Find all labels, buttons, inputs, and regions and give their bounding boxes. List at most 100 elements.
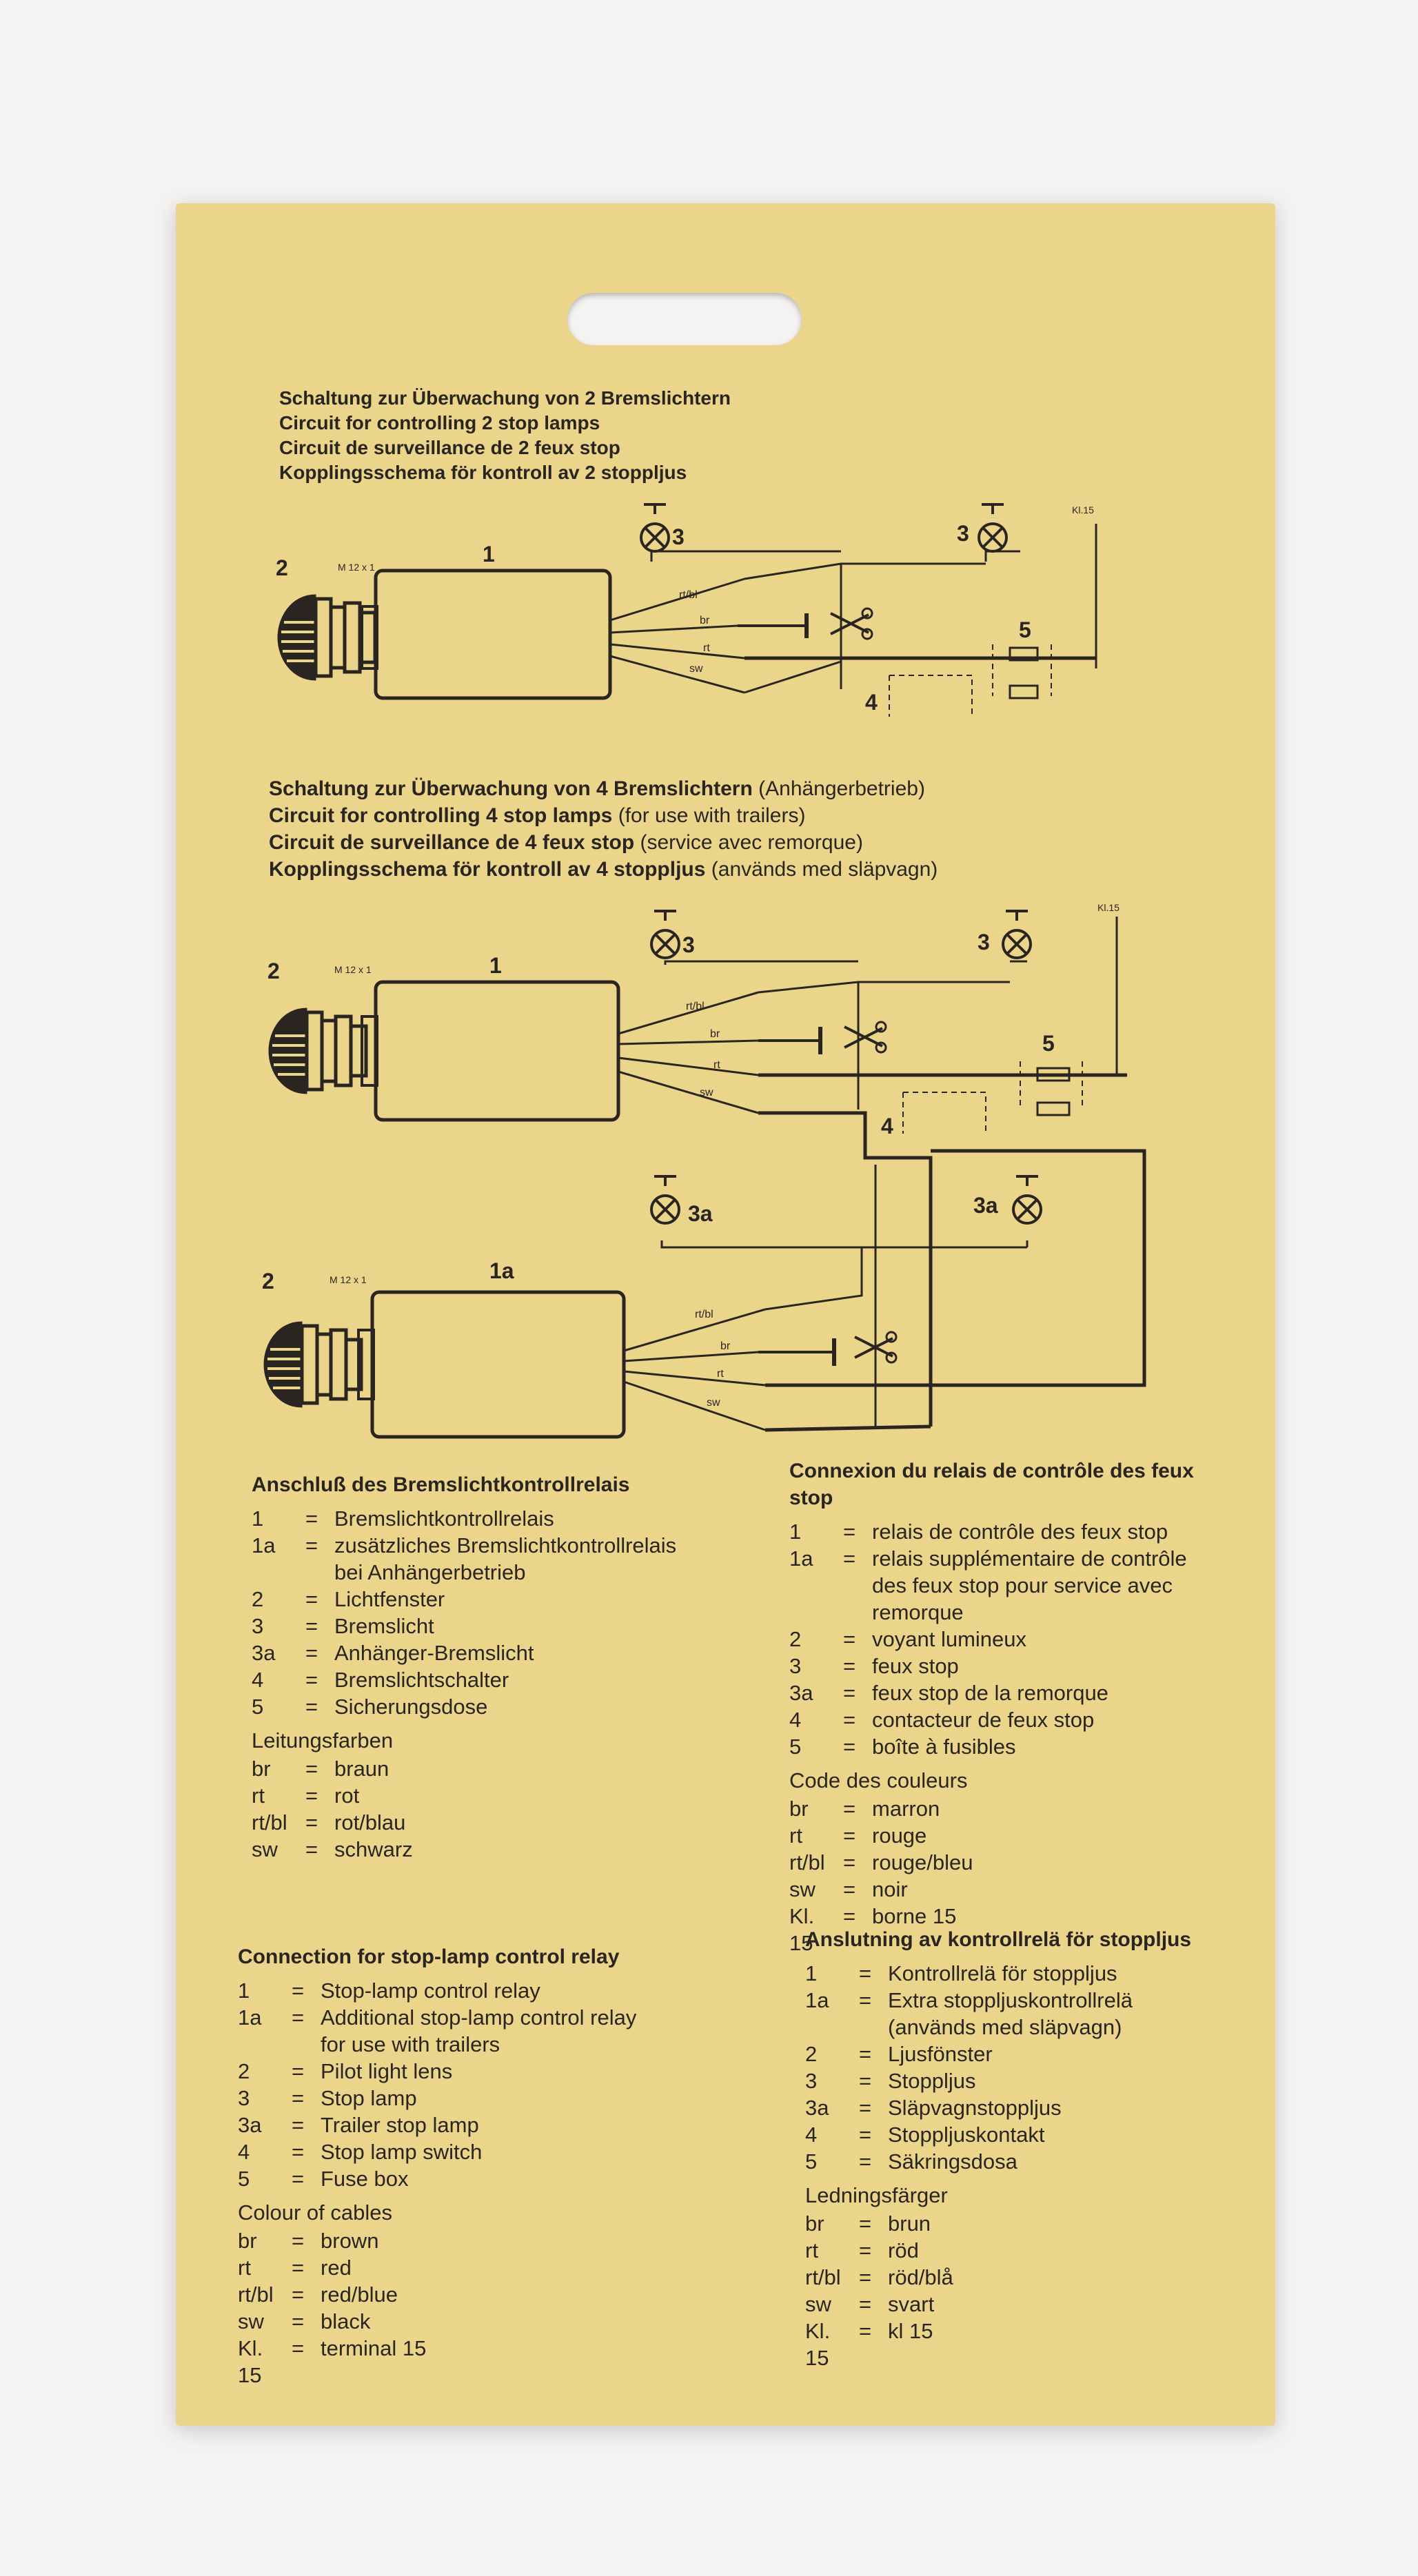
second-heading-sv: Kopplingsschema för kontroll av 4 stoppl… xyxy=(269,858,938,881)
pilot-light-lens-icon xyxy=(278,595,375,680)
label-wire-sw-1: sw xyxy=(689,663,703,675)
legend-key: sw xyxy=(789,1877,816,1901)
legend-key: 5 xyxy=(238,2167,250,2191)
label-trailer-lamp-b: 3a xyxy=(973,1193,998,1218)
legend-value: rot xyxy=(334,1783,360,1808)
legend-equals: = xyxy=(305,1695,318,1719)
label-fuse-2: 5 xyxy=(1042,1031,1055,1056)
legend-row: 1a=zusätzliches Bremslichtkontrollrelais xyxy=(252,1532,720,1559)
legend-row: 4=Stoppljuskontakt xyxy=(805,2121,1233,2148)
legend-key xyxy=(789,1572,843,1599)
legend-value: noir xyxy=(872,1877,908,1901)
legend-equals: = xyxy=(305,1506,318,1531)
legend-equals xyxy=(292,2031,321,2058)
legend-value: röd xyxy=(888,2238,919,2262)
legend-key: 2 xyxy=(805,2042,818,2066)
legend-row: rt/bl=rouge/bleu xyxy=(789,1849,1217,1876)
legend-value: Lichtfenster xyxy=(334,1587,445,1611)
legend-row: 5=Sicherungsdose xyxy=(252,1693,720,1720)
legend-row: 2=Lichtfenster xyxy=(252,1586,720,1613)
label-wire-br-3: br xyxy=(720,1340,731,1352)
legend-key: br xyxy=(252,1757,271,1781)
legend-row: 5=boîte à fusibles xyxy=(789,1733,1217,1760)
legend-row: 1=relais de contrôle des feux stop xyxy=(789,1518,1217,1545)
legend-row: 2=Ljusfönster xyxy=(805,2041,1233,2067)
legend-row: rt/bl=rot/blau xyxy=(252,1809,720,1836)
label-wire-rt-2: rt xyxy=(713,1059,720,1071)
legend-value: Sicherungsdose xyxy=(334,1695,488,1719)
legend-equals: = xyxy=(292,2336,305,2360)
legend-key: 3a xyxy=(238,2113,262,2137)
trailer-stop-lamp-icon xyxy=(650,1175,680,1225)
legend-value: black xyxy=(321,2309,371,2333)
legend-value: (används med släpvagn) xyxy=(888,2015,1122,2039)
legend-equals: = xyxy=(305,1614,318,1638)
label-wire-rt-1: rt xyxy=(703,642,710,654)
legend-row: rt=röd xyxy=(805,2237,1233,2264)
legend-key: 3a xyxy=(252,1641,276,1665)
legend-english: Connection for stop-lamp control relay 1… xyxy=(238,1943,720,2389)
hang-hole xyxy=(567,293,802,345)
legend-value: relais de contrôle des feux stop xyxy=(872,1520,1168,1544)
legend-row: Kl. 15=terminal 15 xyxy=(238,2335,720,2389)
legend-equals: = xyxy=(859,2292,872,2316)
legend-key: br xyxy=(789,1797,809,1821)
legend-key: 4 xyxy=(805,2123,818,2147)
legend-key: br xyxy=(805,2211,824,2236)
legend-equals: = xyxy=(305,1783,318,1808)
label-wire-sw-2: sw xyxy=(700,1087,713,1098)
legend-colors-title: Colour of cables xyxy=(238,2200,393,2225)
legend-row: 3a=Anhänger-Bremslicht xyxy=(252,1639,720,1666)
stop-lamp-icon xyxy=(1002,910,1032,959)
legend-key: 1 xyxy=(252,1506,264,1531)
legend-key: 4 xyxy=(238,2140,250,2164)
legend-value: feux stop xyxy=(872,1654,959,1678)
legend-equals: = xyxy=(859,2042,872,2066)
legend-row: 3a=Trailer stop lamp xyxy=(238,2112,720,2138)
top-heading-en: Circuit for controlling 2 stop lamps xyxy=(279,412,600,433)
second-heading-de: Schaltung zur Überwachung von 4 Bremslic… xyxy=(269,777,925,800)
label-terminal-2: Kl.15 xyxy=(1097,902,1120,913)
legend-key xyxy=(789,1599,843,1626)
legend-value: bei Anhängerbetrieb xyxy=(334,1560,526,1584)
label-thread-1: M 12 x 1 xyxy=(338,562,375,573)
legend-colors-title: Leitungsfarben xyxy=(252,1728,394,1752)
second-heading-fr: Circuit de surveillance de 4 feux stop (… xyxy=(269,831,863,854)
legend-key: 2 xyxy=(252,1587,264,1611)
legend-key: 5 xyxy=(805,2149,818,2174)
legend-equals: = xyxy=(859,2069,872,2093)
legend-equals: = xyxy=(843,1850,856,1874)
legend-value: Extra stoppljuskontrollrelä xyxy=(888,1988,1133,2012)
legend-value: red xyxy=(321,2256,352,2280)
legend-value: rouge/bleu xyxy=(872,1850,973,1874)
legend-row: rt=rot xyxy=(252,1782,720,1809)
label-switch-2: 4 xyxy=(881,1114,893,1138)
top-heading-fr: Circuit de surveillance de 2 feux stop xyxy=(279,437,620,458)
legend-value: schwarz xyxy=(334,1837,413,1861)
diagram-four-lamps xyxy=(269,917,1146,1427)
label-switch-1: 4 xyxy=(865,690,878,715)
legend-value: feux stop de la remorque xyxy=(872,1681,1108,1705)
legend-equals: = xyxy=(843,1654,856,1678)
legend-equals: = xyxy=(859,2096,872,2120)
legend-value: Stoppljus xyxy=(888,2069,976,2093)
label-wire-rtbl-3: rt/bl xyxy=(695,1309,713,1320)
legend-equals xyxy=(843,1572,872,1599)
legend-key: rt xyxy=(789,1823,802,1848)
legend-value: Stoppljuskontakt xyxy=(888,2123,1045,2147)
label-lamp-1b: 3 xyxy=(957,521,969,546)
legend-row: bei Anhängerbetrieb xyxy=(252,1559,720,1586)
legend-equals: = xyxy=(843,1681,856,1705)
legend-value: Additional stop-lamp control relay xyxy=(321,2005,637,2030)
legend-equals: = xyxy=(305,1641,318,1665)
label-thread-2: M 12 x 1 xyxy=(334,964,372,975)
legend-equals: = xyxy=(292,2059,305,2083)
legend-row: sw=schwarz xyxy=(252,1836,720,1863)
label-relay-2: 1 xyxy=(489,953,502,978)
legend-equals: = xyxy=(305,1533,318,1557)
legend-equals: = xyxy=(305,1757,318,1781)
legend-row: 3=Stop lamp xyxy=(238,2085,720,2112)
diagram-two-lamps xyxy=(278,524,1097,717)
